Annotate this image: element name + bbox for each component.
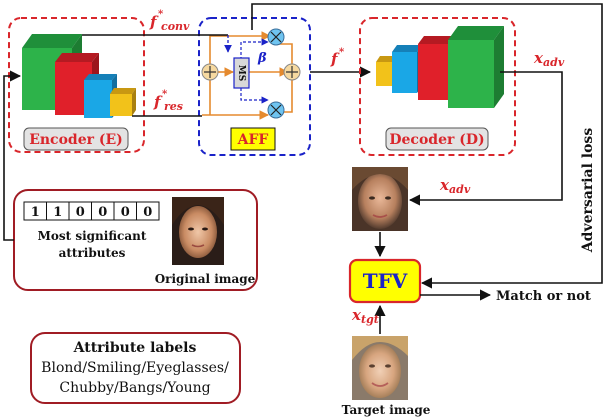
decoder-label-box [385, 127, 489, 151]
bit-value: 0 [98, 205, 107, 220]
target-image-caption: Target image [342, 403, 431, 417]
svg-text:adv: adv [543, 56, 565, 69]
svg-text:f: f [149, 13, 159, 31]
attributes-caption-line2: attributes [59, 246, 126, 260]
multiply-icon [267, 101, 285, 119]
svg-text:tgt: tgt [361, 313, 379, 326]
f-res-label: f * res [153, 89, 183, 113]
match-output-label: Match or not [496, 289, 591, 304]
skip-line [251, 3, 603, 289]
beta-label: β [257, 51, 267, 66]
attributes-caption-line1: Most significant [38, 229, 147, 243]
decoder-block-blue [392, 45, 422, 93]
adversarial-face-image [352, 167, 408, 231]
original-face-image [172, 197, 224, 265]
svg-text:*: * [158, 9, 164, 20]
x-adv-label-mid: x adv [439, 176, 471, 196]
svg-text:x: x [533, 49, 544, 67]
bit-value: 1 [31, 205, 40, 220]
attribute-labels-line1: Blond/Smiling/Eyeglasses/ [41, 360, 229, 376]
ms-label: MS [236, 65, 246, 81]
svg-text:res: res [164, 100, 183, 113]
encoder-block-yellow [110, 88, 136, 116]
aff-label: AFF [237, 132, 269, 148]
svg-text:f: f [330, 50, 340, 68]
x-tgt-label: x tgt [351, 306, 379, 326]
x-adv-label-top: x adv [533, 49, 565, 69]
aff-dashed-box [198, 17, 311, 156]
svg-text:*: * [162, 89, 168, 100]
decoder-block-green [448, 26, 504, 108]
decoder-group: Decoder (D) [359, 17, 516, 156]
encoder-dashed-box [8, 17, 145, 153]
encoder-group: Encoder (E) [8, 17, 145, 153]
bit-value: 1 [53, 205, 62, 220]
plus-icon [283, 63, 301, 81]
attribute-input-arrow [3, 70, 22, 241]
encoder-label-box [23, 127, 129, 151]
target-face-image [352, 336, 408, 400]
svg-text:*: * [339, 47, 345, 58]
f-star-label: f * [330, 47, 345, 68]
attribute-labels-line2: Chubby/Bangs/Young [59, 380, 210, 396]
svg-text:conv: conv [161, 20, 190, 33]
tfv-box [348, 258, 422, 304]
encoder-block-blue [84, 74, 117, 118]
svg-text:x: x [351, 306, 362, 324]
original-image-caption: Original image [155, 272, 256, 286]
bit-value: 0 [143, 205, 152, 220]
decoder-label: Decoder (D) [389, 132, 484, 148]
aff-label-box [230, 127, 276, 151]
svg-text:x: x [439, 176, 450, 194]
xadv-output-line [408, 71, 563, 206]
svg-text:f: f [153, 93, 163, 111]
decoder-dashed-box [359, 17, 516, 156]
svg-text:adv: adv [449, 183, 471, 196]
multiply-icon [267, 28, 285, 46]
bit-cell [136, 201, 160, 221]
bit-value: 0 [76, 205, 85, 220]
tfv-label: TFV [363, 269, 408, 293]
attribute-labels-box: Attribute labels Blond/Smiling/Eyeglasse… [30, 332, 241, 404]
f-conv-label: f * conv [149, 9, 190, 33]
bit-value: 0 [121, 205, 130, 220]
adversarial-loss-label: Adversarial loss [580, 128, 596, 254]
plus-icon [201, 63, 219, 81]
aff-group: MS β AFF [198, 17, 311, 156]
encoder-label: Encoder (E) [29, 132, 123, 148]
ms-box [233, 57, 250, 89]
attribute-labels-title: Attribute labels [73, 340, 197, 356]
